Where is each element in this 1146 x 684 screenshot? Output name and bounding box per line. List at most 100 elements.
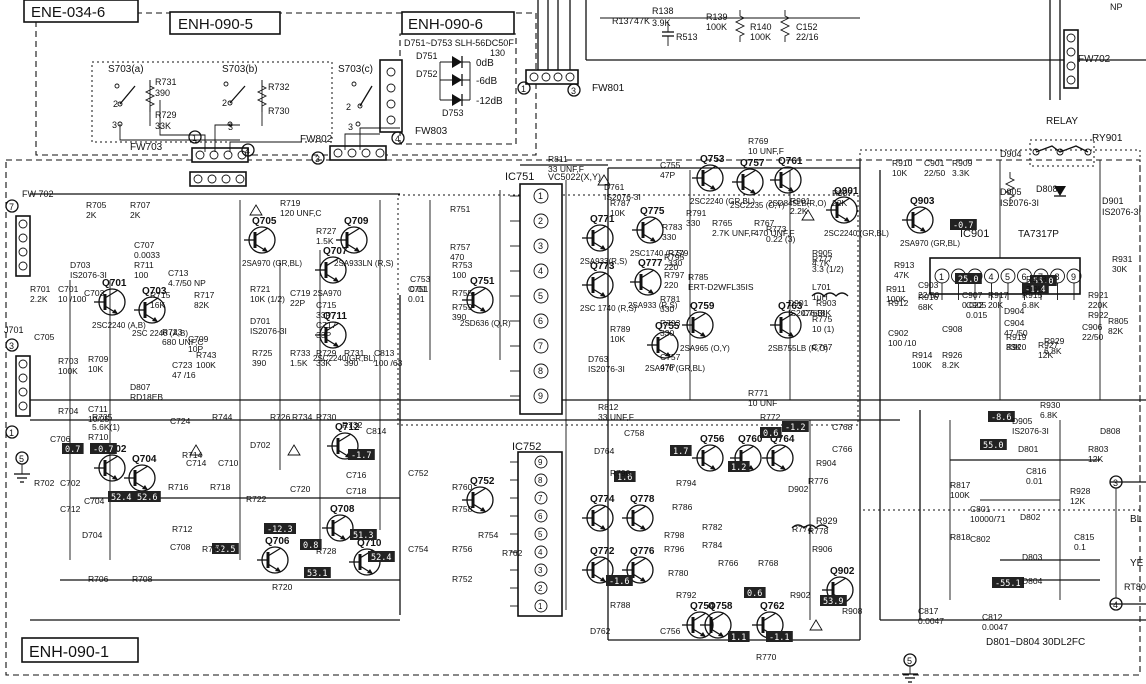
component-value: 10K (610, 334, 625, 344)
transistor-ref: Q759 (690, 301, 715, 312)
component-ref: R778 (808, 526, 829, 536)
transistor-ref: Q712 (335, 422, 360, 433)
voltage-badge: -12.3 (264, 523, 296, 535)
transistor-ref: Q774 (590, 494, 615, 505)
voltage-value: 53.1 (307, 569, 327, 579)
component-r734: R734 (292, 412, 313, 422)
transistor-q775: Q775 2SC1740 (R,S) (630, 206, 685, 258)
component-value: 68K (918, 302, 933, 312)
svg-text:100K: 100K (750, 32, 771, 42)
component-ref: C709 (188, 334, 209, 344)
transistor-ref: Q758 (708, 601, 733, 612)
voltage-value: -8.6 (991, 413, 1011, 423)
transistor-q758: Q758 (698, 601, 733, 640)
component-ref: R715 (150, 290, 171, 300)
switch-s703b: 23 (222, 80, 263, 132)
component-ref: R719 (280, 198, 301, 208)
svg-text:R513: R513 (676, 32, 698, 42)
svg-text:R139: R139 (706, 12, 728, 22)
component-ref: C713 (168, 268, 189, 278)
component-value: 22/50 (918, 290, 940, 300)
ic752-pin-number: 9 (538, 458, 543, 467)
component-r702: R702 (34, 478, 55, 488)
component-r920: R920 (1006, 342, 1027, 352)
component-c702: C702 (60, 478, 81, 488)
fw801-housing (525, 69, 579, 85)
component-ref: C816 (1026, 466, 1047, 476)
component-r770: R770 (756, 652, 777, 662)
led-d751 (440, 56, 470, 68)
component-ref: C901 (924, 158, 945, 168)
component-ref: R930 (1040, 400, 1061, 410)
transistor-part: 2SC2240 (GR,BL) (824, 229, 889, 238)
component-c706: C706 (50, 434, 71, 444)
component-ref: D902 (788, 484, 809, 494)
component-ref: R908 (842, 606, 863, 616)
component-value: 47 /16 (172, 370, 196, 380)
component-ref: R791 (686, 208, 707, 218)
component-r784: R784 (702, 540, 723, 550)
ic752-pin-number: 4 (538, 548, 543, 557)
ic752-pin-9 (534, 455, 548, 469)
component-ref: R757 (450, 242, 471, 252)
component-ref: R766 (718, 558, 739, 568)
voltage-value: 1.1 (731, 633, 746, 643)
led-header-value: 130 (490, 48, 505, 58)
transistor-ref: Q772 (590, 546, 615, 557)
j701-housing (15, 355, 31, 417)
transistor-ref: Q775 (640, 206, 665, 217)
voltage-value: -0.7 (93, 445, 113, 455)
component-ref: D701 (250, 316, 271, 326)
component-ref: R717 (194, 290, 215, 300)
component-ref: R759 (452, 302, 473, 312)
ic751-pin-number: 7 (538, 341, 543, 351)
component-value: 3.9K (1026, 284, 1044, 294)
component-value: 1.5K (316, 236, 334, 246)
component-value: 470 (450, 252, 464, 262)
ic752-pin-4 (534, 545, 548, 559)
component-value: 0.022 (962, 300, 984, 310)
component-ref: R786 (672, 502, 693, 512)
component-c908: C908 (942, 324, 963, 334)
component-c752: C752 (408, 468, 429, 478)
np-label: NP (1110, 2, 1123, 12)
transistor-ref: Q709 (344, 216, 369, 227)
component-ref: R793 (660, 318, 681, 328)
fw803-housing (379, 59, 403, 133)
component-c767: C767 (812, 342, 833, 352)
component-value: 33P (316, 310, 331, 320)
component-value: 0.015 (966, 310, 988, 320)
component-value: 33K (1006, 342, 1021, 352)
component-ref: R780 (668, 568, 689, 578)
component-value: 33K (316, 358, 331, 368)
voltage-badge: 55.0 (980, 439, 1007, 451)
component-ref: C904 (1004, 318, 1025, 328)
component-ref: D801 (1018, 444, 1039, 454)
transistor-ref: Q753 (700, 154, 725, 165)
component-ref: C717 (316, 320, 337, 330)
component-ref: R794 (676, 478, 697, 488)
ic901-ref: IC901 (960, 228, 989, 240)
component-value: 3.3 (1/2) (812, 264, 844, 274)
ic751-pin-number: 8 (538, 366, 543, 376)
component-value: IS2076-3I (788, 308, 825, 318)
transistor-part: 2SA933LN (R,S) (334, 259, 394, 268)
component-ref: R727 (316, 226, 337, 236)
component-r778: R778 (808, 526, 829, 536)
component-value: IS2076-3I (70, 270, 107, 280)
voltage-badge: 0.8 (300, 539, 322, 551)
svg-text:D751: D751 (416, 51, 438, 61)
voltage-value: 1.2 (731, 463, 746, 473)
transistor-part: 2SC1740 (R,S) (630, 249, 685, 258)
